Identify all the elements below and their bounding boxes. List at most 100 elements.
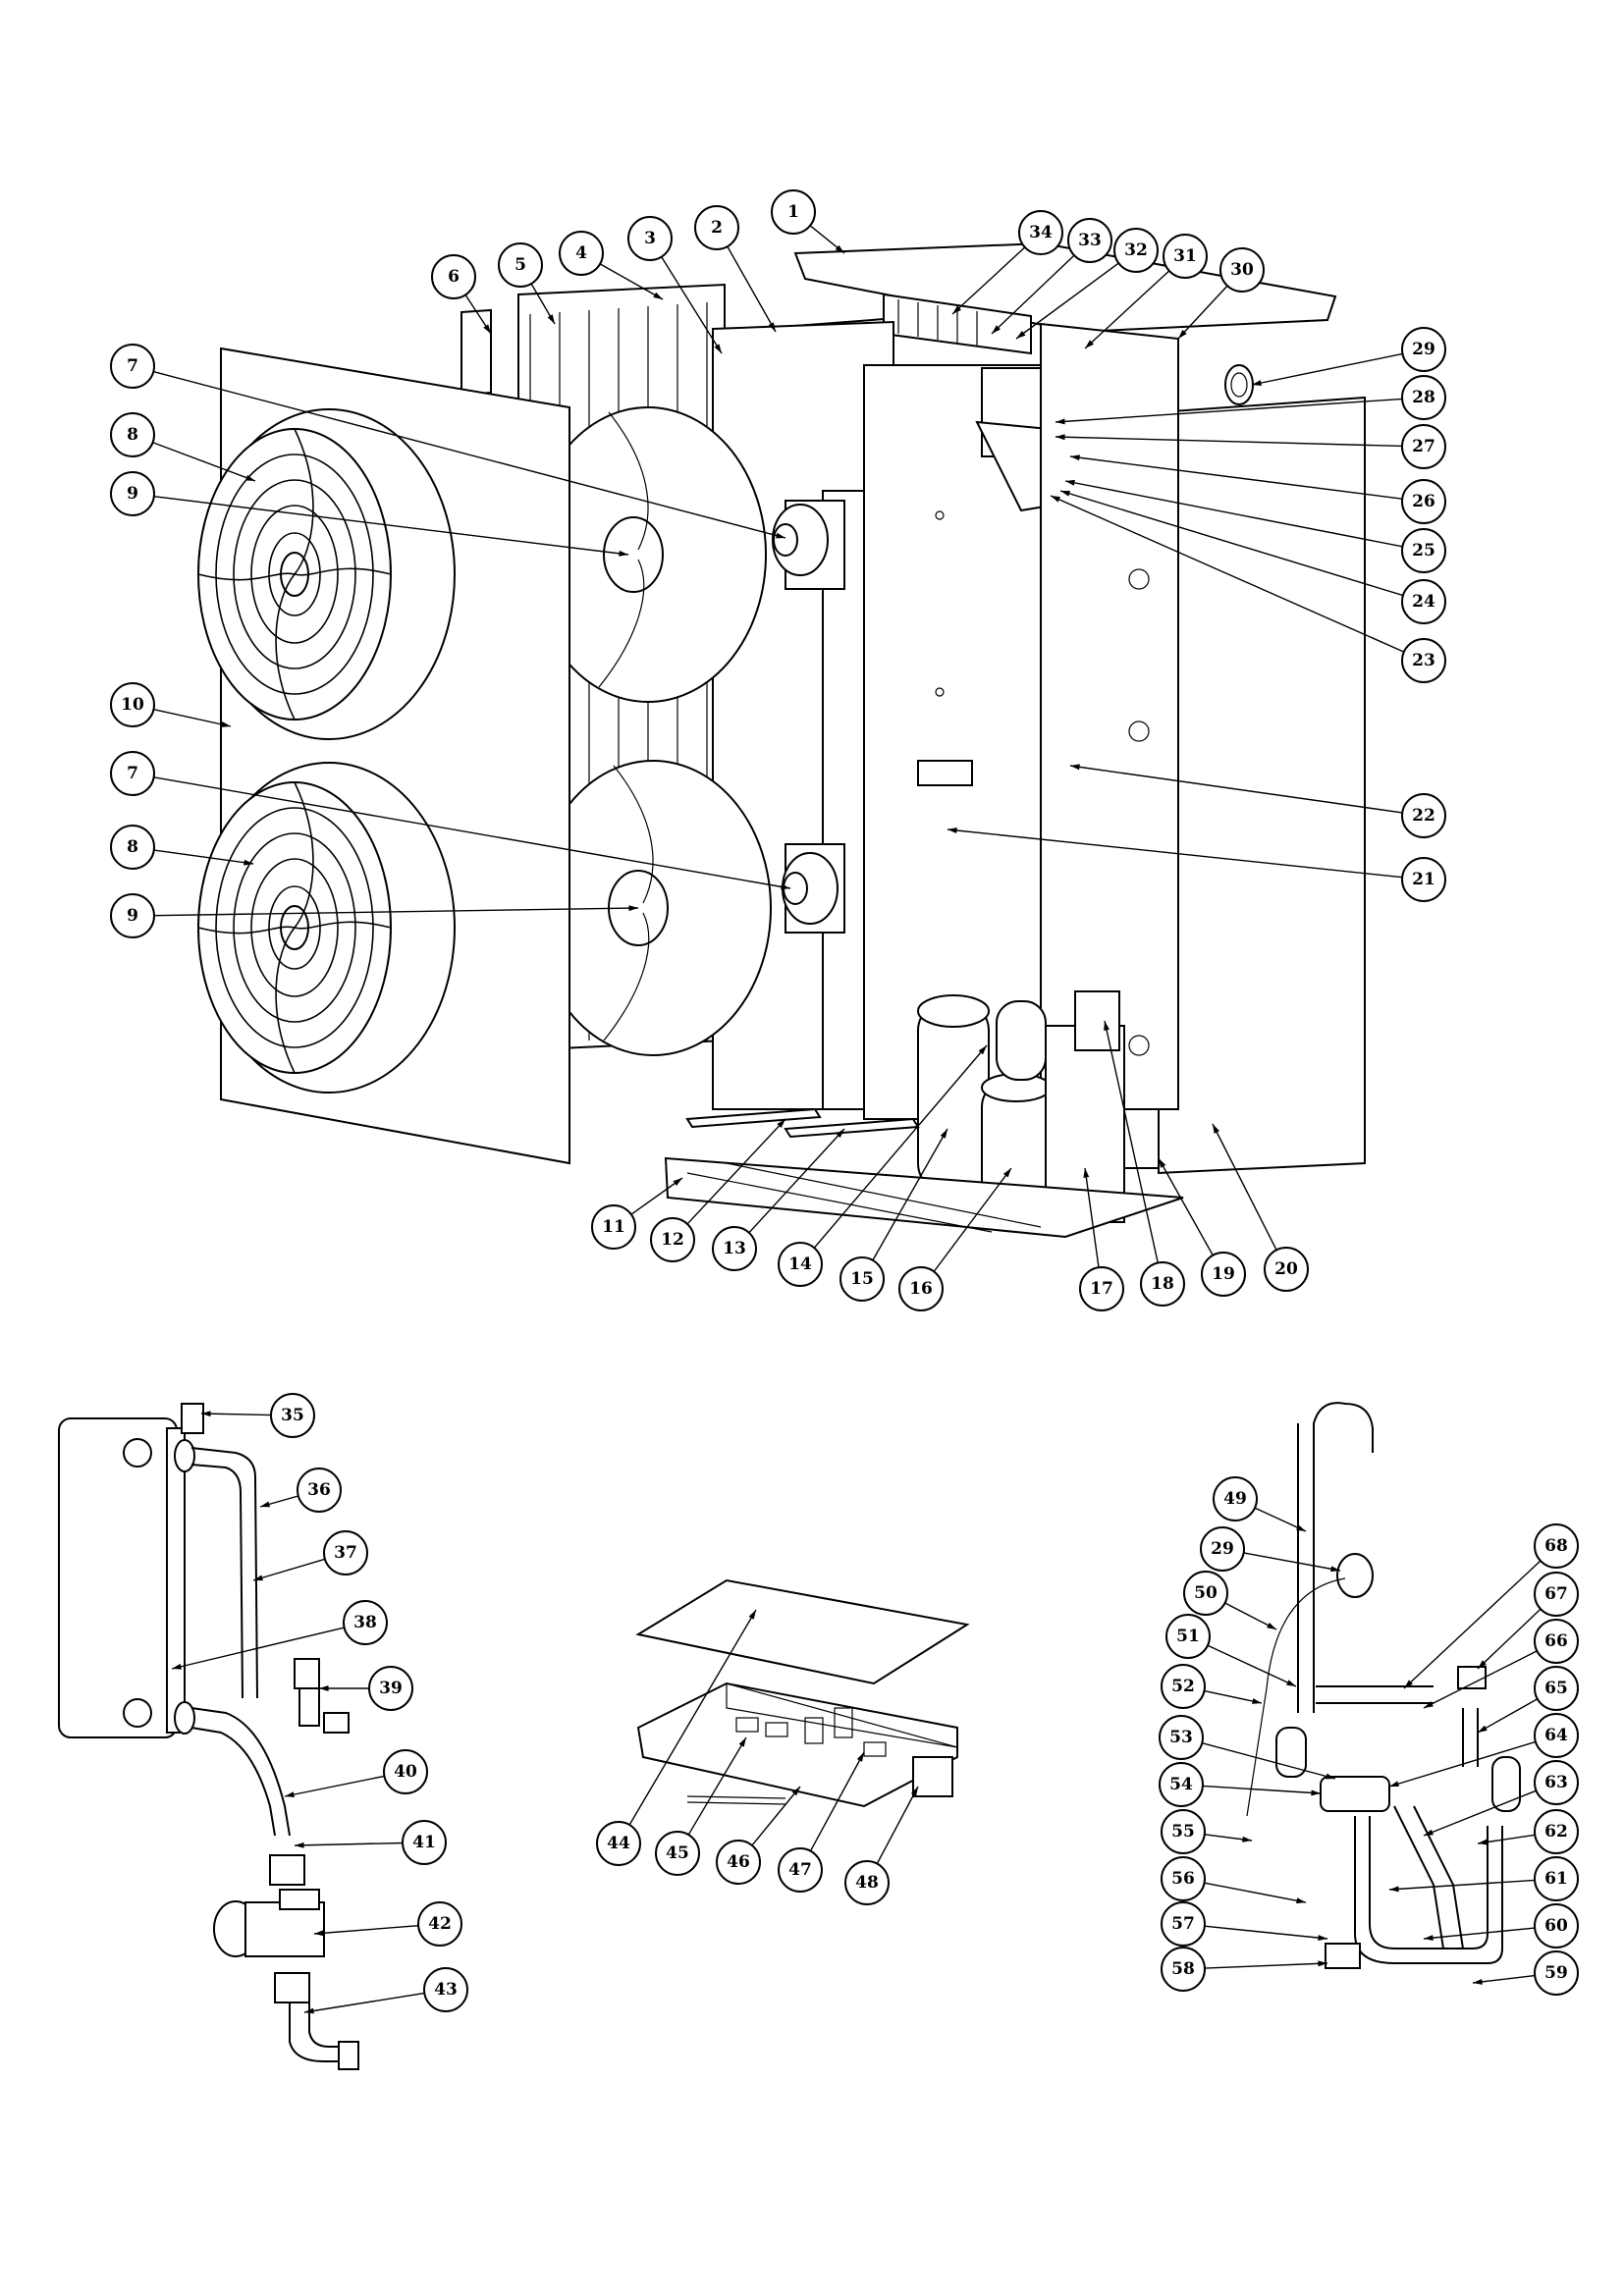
callout-label-37: 37	[334, 1543, 357, 1563]
leader-arrow-2	[768, 322, 776, 332]
callout-label-34: 34	[1029, 223, 1053, 242]
callout-circle-46	[716, 1840, 761, 1885]
callout-50: 50	[1183, 1571, 1228, 1616]
leader-line-24	[1059, 490, 1404, 597]
leader-arrow-49	[1296, 1524, 1306, 1531]
callout-57: 57	[1161, 1901, 1206, 1947]
back-panel	[1040, 322, 1179, 1110]
callout-circle-19	[1201, 1252, 1246, 1297]
leader-arrow-44	[748, 1610, 756, 1620]
leader-line-30	[1177, 285, 1228, 340]
leader-line-45	[687, 1736, 747, 1836]
leader-line-57	[1204, 1925, 1328, 1940]
callout-5: 5	[498, 242, 543, 288]
callout-label-23: 23	[1412, 651, 1435, 670]
callout-label-12: 12	[661, 1230, 684, 1250]
leader-arrow-5	[547, 314, 555, 324]
callout-circle-12	[650, 1217, 695, 1262]
callout-22: 22	[1401, 793, 1446, 838]
leader-arrow-46	[791, 1787, 800, 1796]
callout-33: 33	[1067, 218, 1112, 263]
leader-line-14	[813, 1044, 988, 1249]
leader-arrow-15	[940, 1129, 947, 1139]
water-pipe-inlet	[190, 1707, 291, 1837]
leader-line-22	[1069, 765, 1403, 814]
water-circuit-assembly	[58, 1403, 359, 2070]
callout-label-5: 5	[514, 255, 526, 275]
callout-circle-24	[1401, 579, 1446, 624]
leader-line-2	[727, 245, 777, 333]
leader-arrow-38	[172, 1663, 182, 1670]
callout-circle-53	[1159, 1715, 1204, 1760]
callout-25: 25	[1401, 528, 1446, 573]
callout-label-62: 62	[1544, 1822, 1568, 1842]
callout-circle-35	[270, 1393, 315, 1438]
callout-label-29b: 29	[1211, 1539, 1234, 1559]
leader-line-61	[1388, 1879, 1536, 1891]
leader-line-21	[947, 828, 1403, 879]
leader-line-31	[1084, 270, 1170, 349]
water-pump	[213, 1889, 325, 1957]
leader-arrow-53	[1326, 1773, 1335, 1780]
callout-11: 11	[591, 1204, 636, 1250]
flow-switch	[294, 1658, 320, 1689]
callout-16: 16	[898, 1266, 944, 1311]
callout-circle-55	[1161, 1809, 1206, 1854]
callout-leaders	[152, 225, 1542, 2014]
callout-29a: 29	[1401, 327, 1446, 372]
callout-31: 31	[1163, 234, 1208, 279]
leader-arrow-66	[1424, 1701, 1434, 1708]
leader-arrow-55	[1242, 1836, 1252, 1842]
leader-line-43	[303, 1992, 425, 2013]
callout-9a: 9	[110, 471, 155, 516]
leader-arrow-43	[304, 2007, 314, 2014]
leader-arrow-41	[295, 1842, 304, 1848]
leader-arrow-57	[1318, 1935, 1327, 1941]
callout-7a: 7	[110, 344, 155, 389]
callout-circle-50	[1183, 1571, 1228, 1616]
callout-label-38: 38	[353, 1613, 377, 1632]
callout-label-51: 51	[1176, 1627, 1200, 1646]
leader-arrow-50	[1267, 1623, 1276, 1629]
callout-58: 58	[1161, 1947, 1206, 1992]
leader-arrow-48	[910, 1787, 918, 1796]
callout-41: 41	[402, 1820, 447, 1865]
callout-label-7a: 7	[127, 356, 138, 376]
leader-line-12	[686, 1118, 786, 1225]
callout-20: 20	[1264, 1247, 1309, 1292]
callout-circle-66	[1534, 1619, 1579, 1664]
callout-label-2: 2	[711, 218, 723, 238]
leader-arrow-29b	[1330, 1566, 1340, 1573]
callout-circle-57	[1161, 1901, 1206, 1947]
leader-arrow-1	[835, 244, 844, 253]
callout-circle-22	[1401, 793, 1446, 838]
callout-label-26: 26	[1412, 492, 1435, 511]
callout-45: 45	[655, 1831, 700, 1876]
leader-line-44	[628, 1609, 757, 1826]
leader-line-9b	[153, 907, 639, 917]
water-pipe-outlet	[190, 1447, 258, 1699]
callout-67: 67	[1534, 1572, 1579, 1617]
callout-26: 26	[1401, 479, 1446, 524]
leader-line-19	[1158, 1157, 1214, 1256]
callout-circle-20	[1264, 1247, 1309, 1292]
pressure-switch	[1457, 1666, 1487, 1689]
callout-6: 6	[431, 254, 476, 299]
callout-label-19: 19	[1212, 1264, 1235, 1284]
callout-label-1: 1	[787, 202, 799, 222]
callout-circle-23	[1401, 638, 1446, 683]
callout-circle-8a	[110, 412, 155, 457]
leader-line-25	[1064, 480, 1403, 548]
callout-8b: 8	[110, 825, 155, 870]
fan-guard-lower	[197, 762, 456, 1094]
leader-line-3	[661, 256, 723, 354]
leader-arrow-21	[947, 828, 957, 833]
base-tray	[664, 1156, 1184, 1239]
callout-65: 65	[1534, 1666, 1579, 1711]
callout-circle-16	[898, 1266, 944, 1311]
callout-label-45: 45	[666, 1843, 689, 1863]
callout-circle-38	[343, 1600, 388, 1645]
leader-arrow-36	[260, 1501, 270, 1508]
callout-circle-44	[596, 1821, 641, 1866]
